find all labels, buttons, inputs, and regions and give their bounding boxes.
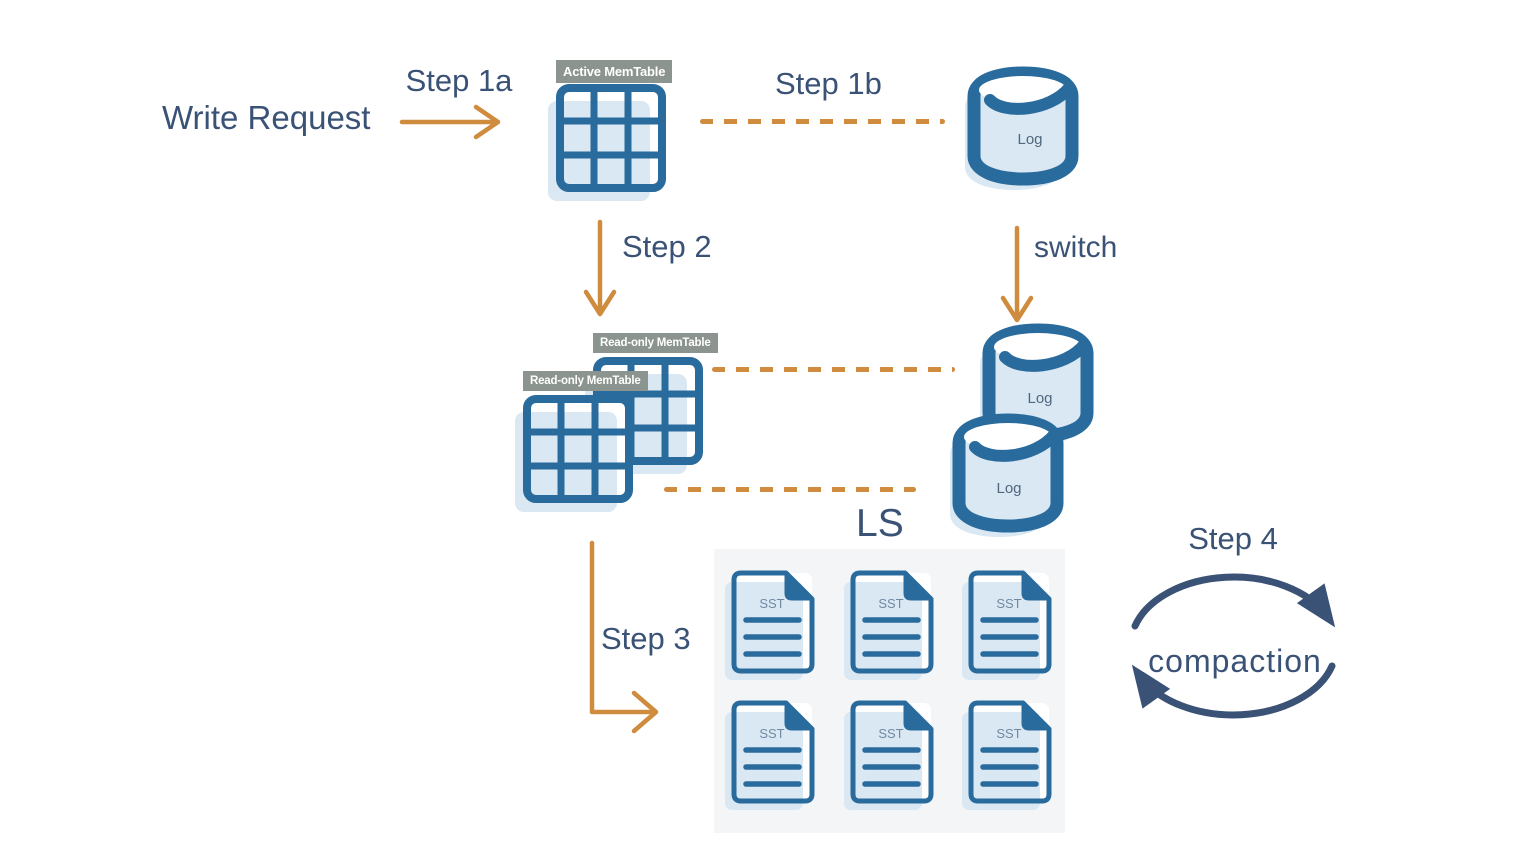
log-label: Log [1017, 131, 1042, 148]
step-1b-label: Step 1b [775, 66, 882, 101]
log-cylinder-icon: Log [950, 413, 1064, 537]
dashed-line-step-1b [700, 119, 945, 124]
switch-label: switch [1034, 231, 1118, 264]
ls-label: LS [856, 502, 904, 545]
log-cylinder-icon: Log [965, 66, 1079, 190]
log-cylinder-front: Log [943, 405, 1073, 545]
readonly-memtable-tag: Read-only MemTable [593, 333, 718, 353]
step-4-label: Step 4 [1188, 521, 1278, 556]
readonly-memtable-front: Read-only MemTable [509, 371, 648, 521]
arrow-right-icon [399, 104, 501, 140]
memtable-grid-icon [548, 84, 666, 201]
sst-file-label: SST [996, 596, 1021, 611]
sst-file-label: SST [878, 726, 903, 741]
write-request-label: Write Request [162, 99, 371, 136]
sst-file-label: SST [759, 726, 784, 741]
log-label: Log [1027, 390, 1052, 407]
step-3-label: Step 3 [601, 621, 691, 656]
arrow-elbow-step-3-icon [589, 540, 659, 734]
sst-file-icon: SST [962, 700, 1052, 810]
sst-file-label: SST [878, 596, 903, 611]
sst-file-icon: SST [962, 570, 1052, 680]
compaction-label: compaction [1148, 643, 1322, 679]
log-label: Log [996, 480, 1021, 497]
sst-level-panel: SST SST [714, 549, 1065, 833]
step-1a-label: Step 1a [405, 63, 513, 98]
sst-file-icon: SST [844, 700, 934, 810]
arrow-down-switch-icon [1000, 225, 1034, 323]
sst-file-icon: SST [844, 570, 934, 680]
dashed-line-back [712, 367, 955, 372]
step-2-label: Step 2 [622, 229, 712, 264]
active-memtable: Active MemTable [542, 60, 673, 210]
memtable-grid-icon [515, 395, 633, 512]
compaction-cycle-icon [1131, 573, 1336, 719]
log-cylinder-top: Log [958, 58, 1088, 198]
active-memtable-tag: Active MemTable [556, 60, 673, 83]
sst-file-label: SST [996, 726, 1021, 741]
readonly-memtable-tag: Read-only MemTable [523, 371, 648, 391]
arrow-down-step-2-icon [583, 219, 617, 317]
sst-file-icon: SST [725, 570, 815, 680]
sst-file-icon: SST [725, 700, 815, 810]
dashed-line-front [664, 487, 916, 492]
sst-file-label: SST [759, 596, 784, 611]
